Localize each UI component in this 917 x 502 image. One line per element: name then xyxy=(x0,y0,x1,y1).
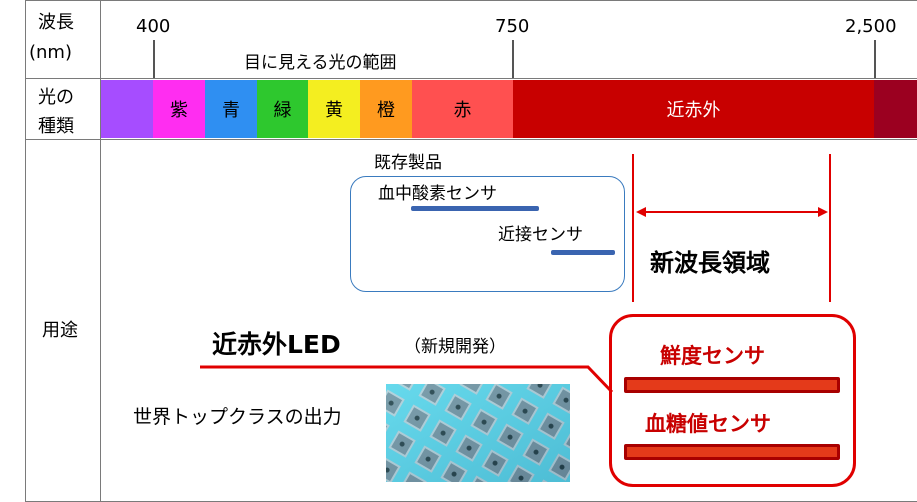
nir-led-note: （新規開発） xyxy=(404,337,506,357)
blood-sugar-sensor-label: 血糖値センサ xyxy=(645,412,771,436)
nir-led-title: 近赤外LED xyxy=(212,330,341,359)
tick-mark-750 xyxy=(512,40,514,78)
visible-range-label: 目に見える光の範囲 xyxy=(244,53,397,73)
new-sensors-box xyxy=(609,314,856,487)
band-blue: 青 xyxy=(205,80,257,138)
tick-mark-2500 xyxy=(874,40,876,78)
wavelength-label: 波長 xyxy=(38,12,74,33)
band-ultraviolet xyxy=(101,80,153,138)
led-chip-array-image xyxy=(386,384,570,482)
table-row-divider-2 xyxy=(25,139,917,140)
band-near-infrared: 近赤外 xyxy=(513,80,874,138)
new-region-double-arrow xyxy=(636,207,828,217)
table-row-divider-1 xyxy=(25,78,917,79)
tick-mark-400 xyxy=(153,40,155,78)
new-wavelength-region-label: 新波長領域 xyxy=(650,249,770,277)
blood-oxygen-sensor-bar xyxy=(411,206,539,211)
spectrum-row-label-line1: 光の xyxy=(38,87,74,108)
tick-label-750: 750 xyxy=(495,16,530,37)
spectrum-row-label-line2: 種類 xyxy=(38,116,74,137)
existing-products-box xyxy=(350,176,625,292)
freshness-sensor-bar xyxy=(624,377,840,393)
band-green: 緑 xyxy=(257,80,308,138)
freshness-sensor-label: 鮮度センサ xyxy=(660,344,765,368)
table-left-border xyxy=(25,0,26,502)
tick-label-2500: 2,500 xyxy=(845,16,897,37)
nir-led-connector-line xyxy=(200,365,614,394)
proximity-sensor-bar xyxy=(551,250,615,255)
band-red: 赤 xyxy=(412,80,513,138)
tick-label-400: 400 xyxy=(136,16,171,37)
proximity-sensor-label: 近接センサ xyxy=(498,225,583,245)
band-far-infrared xyxy=(874,80,917,138)
blood-sugar-sensor-bar xyxy=(624,444,840,460)
new-region-right-line xyxy=(829,154,831,302)
table-top-border xyxy=(25,0,917,1)
unit-label: (nm) xyxy=(29,42,72,63)
table-label-column-divider xyxy=(100,0,101,502)
band-yellow: 黄 xyxy=(308,80,360,138)
existing-products-label: 既存製品 xyxy=(374,153,442,173)
band-violet: 紫 xyxy=(153,80,205,138)
new-region-left-line xyxy=(632,154,634,302)
usage-row-label: 用途 xyxy=(42,320,78,341)
top-class-output-label: 世界トップクラスの出力 xyxy=(133,406,342,428)
band-orange: 橙 xyxy=(360,80,412,138)
blood-oxygen-sensor-label: 血中酸素センサ xyxy=(378,184,497,204)
